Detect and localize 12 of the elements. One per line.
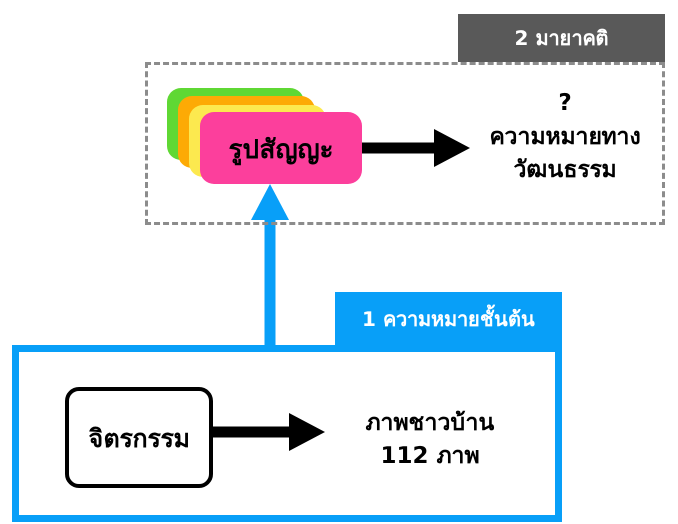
result-text: ความหมายทางวัฒนธรรม <box>488 122 642 186</box>
group-heading: 2 มายาคติ <box>458 14 665 62</box>
arrow <box>213 413 325 451</box>
card-label: รูปสัญญะ <box>228 134 334 168</box>
process-box <box>65 387 213 488</box>
box-label: จิตรกรรม <box>88 422 190 454</box>
result-text: ภาพชาวบ้าน 112 ภาพ <box>364 408 496 471</box>
arrow <box>362 129 470 167</box>
question-mark: ? <box>558 89 572 118</box>
sign-card <box>200 112 362 184</box>
arrow <box>251 184 289 345</box>
group-heading: 1 ความหมายชั้นต้น <box>335 292 562 345</box>
